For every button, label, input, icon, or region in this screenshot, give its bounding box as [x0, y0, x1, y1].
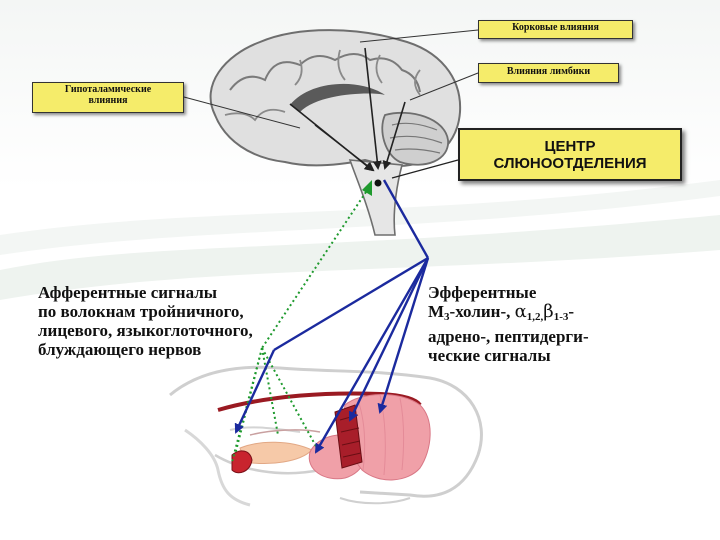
efferent-line-4: ческие сигналы [428, 346, 589, 365]
hypothalamic-line-1: Гипоталамические [33, 85, 183, 96]
afferent-line-2: по волокнам тройничного, [38, 302, 253, 321]
afferent-signals-text: Афферентные сигналы по волокнам тройничн… [38, 283, 253, 359]
brain-drawing [211, 30, 461, 235]
efferent-m: М [428, 302, 444, 321]
efferent-sub-alpha: 1,2, [527, 311, 544, 323]
hypothalamic-line-2: влияния [33, 96, 183, 107]
afferent-line-4: блуждающего нервов [38, 340, 253, 359]
efferent-dash: - [568, 302, 574, 321]
cortical-influences-label: Корковые влияния [478, 20, 633, 39]
efferent-sub-beta: 1-3 [554, 311, 569, 323]
salivation-center-label: ЦЕНТР СЛЮНООТДЕЛЕНИЯ [458, 128, 682, 181]
efferent-line-2: М3-холин-, α1,2,β1-3- [428, 302, 589, 327]
hypothalamic-influences-label: Гипоталамические влияния [32, 82, 184, 113]
efferent-line-3: адрено-, пептидерги- [428, 327, 589, 346]
center-line-1: ЦЕНТР [460, 139, 680, 156]
center-line-2: СЛЮНООТДЕЛЕНИЯ [460, 156, 680, 173]
efferent-line-1: Эфферентные [428, 283, 589, 302]
beta-symbol: β [543, 301, 553, 322]
efferent-cholin: -холин-, [450, 302, 515, 321]
cortical-influences-text: Корковые влияния [512, 22, 599, 33]
efferent-signals-text: Эфферентные М3-холин-, α1,2,β1-3- адрено… [428, 283, 589, 365]
limbic-influences-text: Влияния лимбики [507, 66, 590, 77]
afferent-line-3: лицевого, языкоглоточного, [38, 321, 253, 340]
afferent-line-1: Афферентные сигналы [38, 283, 253, 302]
limbic-influences-label: Влияния лимбики [478, 63, 619, 83]
alpha-symbol: α [515, 301, 527, 322]
